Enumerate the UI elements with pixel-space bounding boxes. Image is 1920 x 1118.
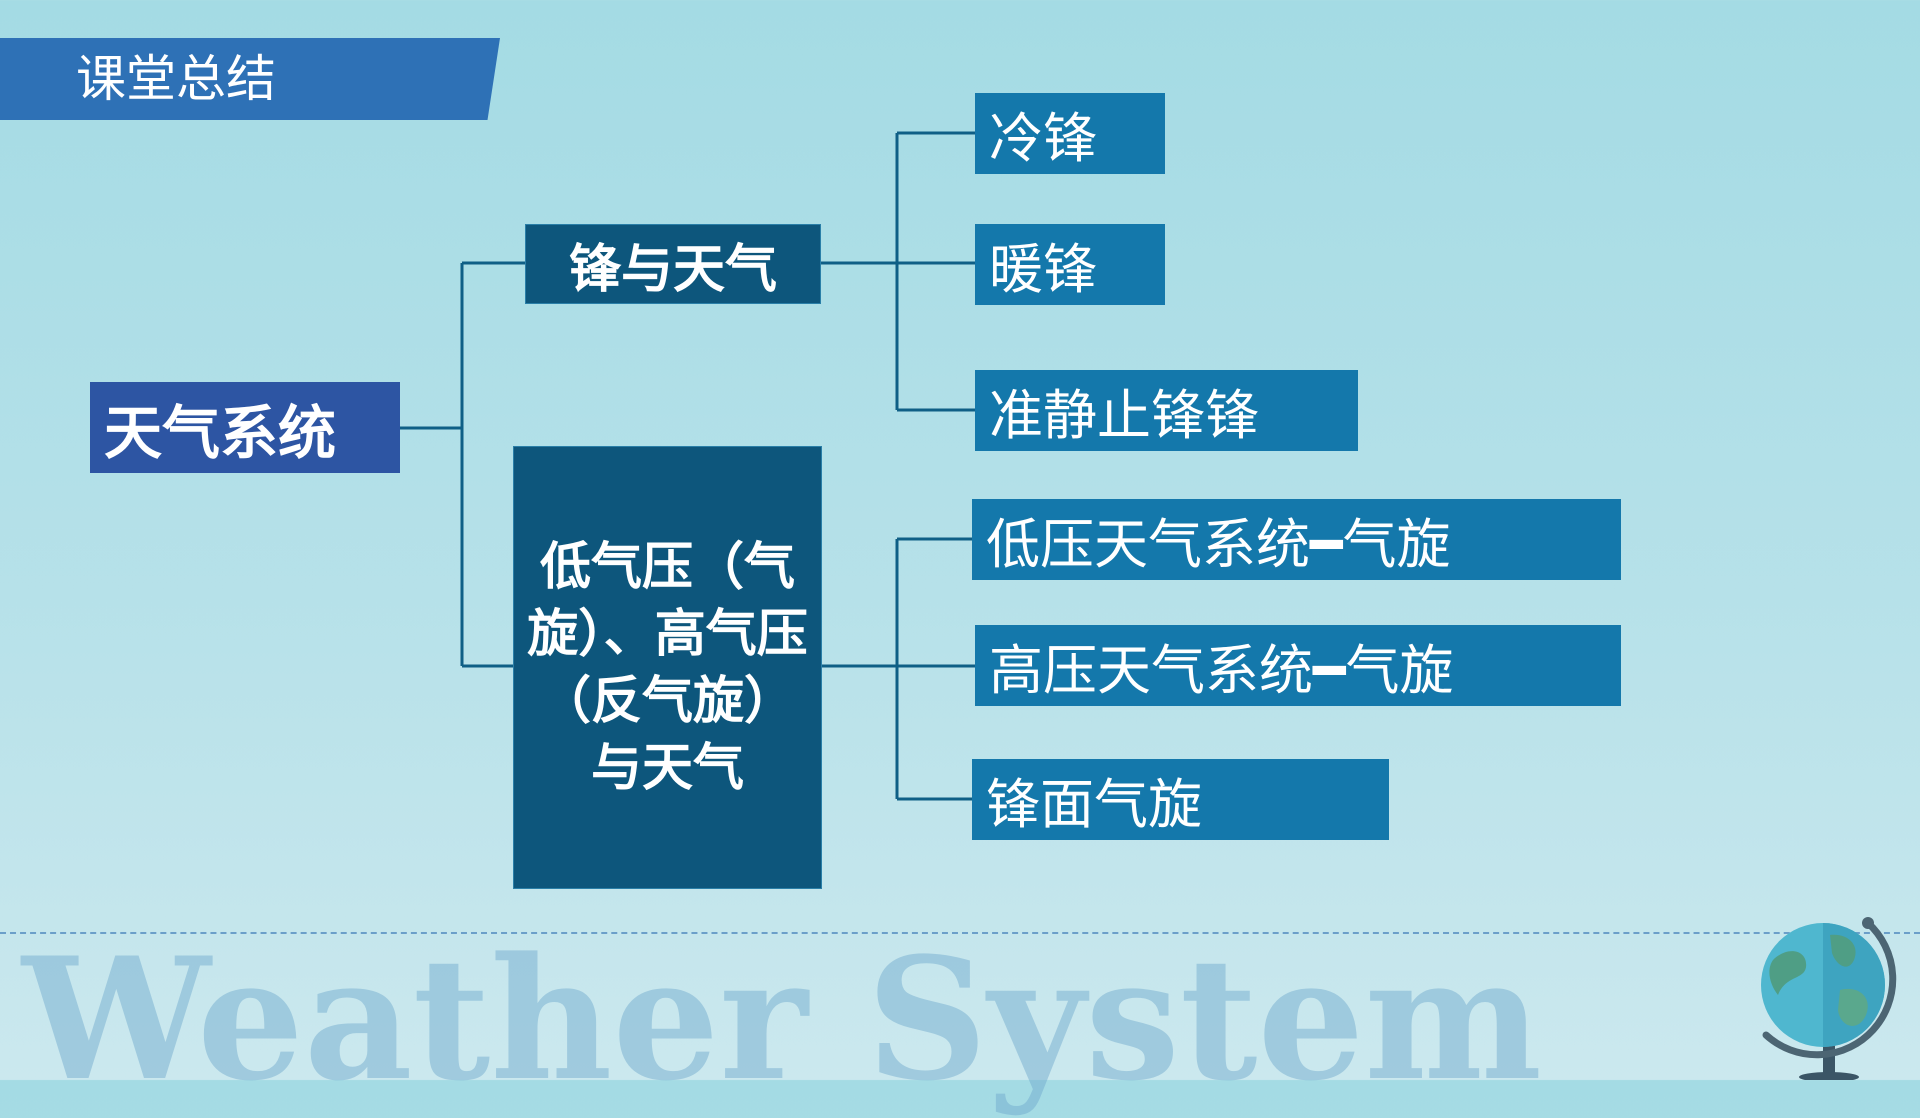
- leaf-node-stationary-front: 准静止锋锋: [975, 370, 1358, 451]
- leaf-node-cold-front: 冷锋: [975, 93, 1165, 174]
- watermark-text: Weather System: [22, 920, 1543, 1118]
- leaf-node-high-pressure: 高压天气系统━气旋: [975, 625, 1621, 706]
- globe-icon: [1761, 917, 1897, 1080]
- leaf-node-warm-front: 暖锋: [975, 224, 1165, 305]
- dashed-divider: [0, 932, 1920, 934]
- page-title: 课堂总结: [76, 50, 276, 108]
- leaf-node-low-pressure: 低压天气系统━气旋: [972, 499, 1621, 580]
- header-banner: 课堂总结: [0, 38, 500, 120]
- leaf-node-frontal-cyclone: 锋面气旋: [972, 759, 1389, 840]
- branch-node-pressure-systems: 低气压（气旋）、高气压（反气旋）与天气: [513, 446, 822, 889]
- connector-lines: [400, 131, 975, 801]
- branch-node-fronts: 锋与天气: [525, 224, 821, 304]
- root-node: 天气系统: [90, 382, 400, 473]
